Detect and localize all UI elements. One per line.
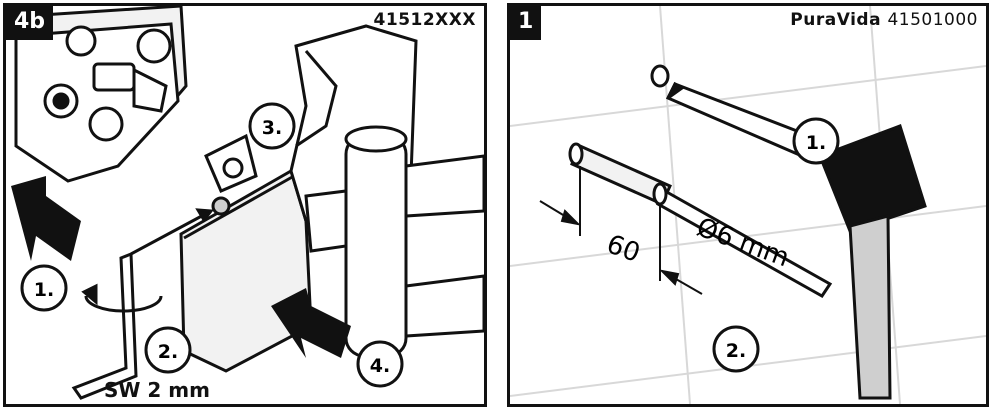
hammer: [818, 124, 927, 400]
direction-arrow-4: [271, 288, 351, 358]
callout-1: 1.: [792, 117, 840, 165]
callout-2-label: 2.: [158, 341, 178, 363]
callout-1: 1.: [20, 264, 68, 312]
direction-arrow-1: [11, 176, 81, 261]
model-code: 41512XXX: [373, 10, 476, 30]
grab-bar: [304, 125, 484, 358]
drill-bit: [568, 142, 833, 298]
callout-2: 2.: [712, 325, 760, 373]
panel-step-1: 1 PuraVida 41501000: [507, 3, 989, 407]
callout-1-label: 1.: [34, 279, 54, 301]
pencil: [650, 64, 812, 158]
callout-2: 2.: [144, 326, 192, 374]
drilling-illustration: 60 Ø6 mm 1. 2.: [510, 6, 986, 404]
callout-4: 4.: [356, 340, 404, 388]
callout-2-label: 2.: [726, 340, 746, 362]
wall-plate: [14, 6, 188, 183]
brand-name: PuraVida: [790, 10, 882, 30]
panel-step-4b: 4b 41512XXX: [3, 3, 487, 407]
assembly-illustration: 1. 2. 3. 4.: [11, 6, 484, 400]
set-screw-detail: [130, 133, 258, 256]
callout-1-label: 1.: [806, 132, 826, 154]
drill-depth-label: 60: [603, 229, 644, 269]
step-number-tag: 4b: [6, 6, 54, 40]
callout-3-label: 3.: [262, 117, 282, 139]
step-number-tag: 1: [510, 6, 542, 40]
drill-diameter-label: Ø6 mm: [693, 212, 793, 273]
callout-4-label: 4.: [370, 355, 390, 377]
tool-size-label: SW 2 mm: [104, 378, 210, 402]
hex-key-tool: [71, 251, 163, 400]
callout-3: 3.: [248, 102, 296, 150]
depth-dimension: [539, 166, 703, 295]
model-number: 41501000: [887, 10, 978, 30]
product-code: PuraVida 41501000: [790, 10, 978, 30]
